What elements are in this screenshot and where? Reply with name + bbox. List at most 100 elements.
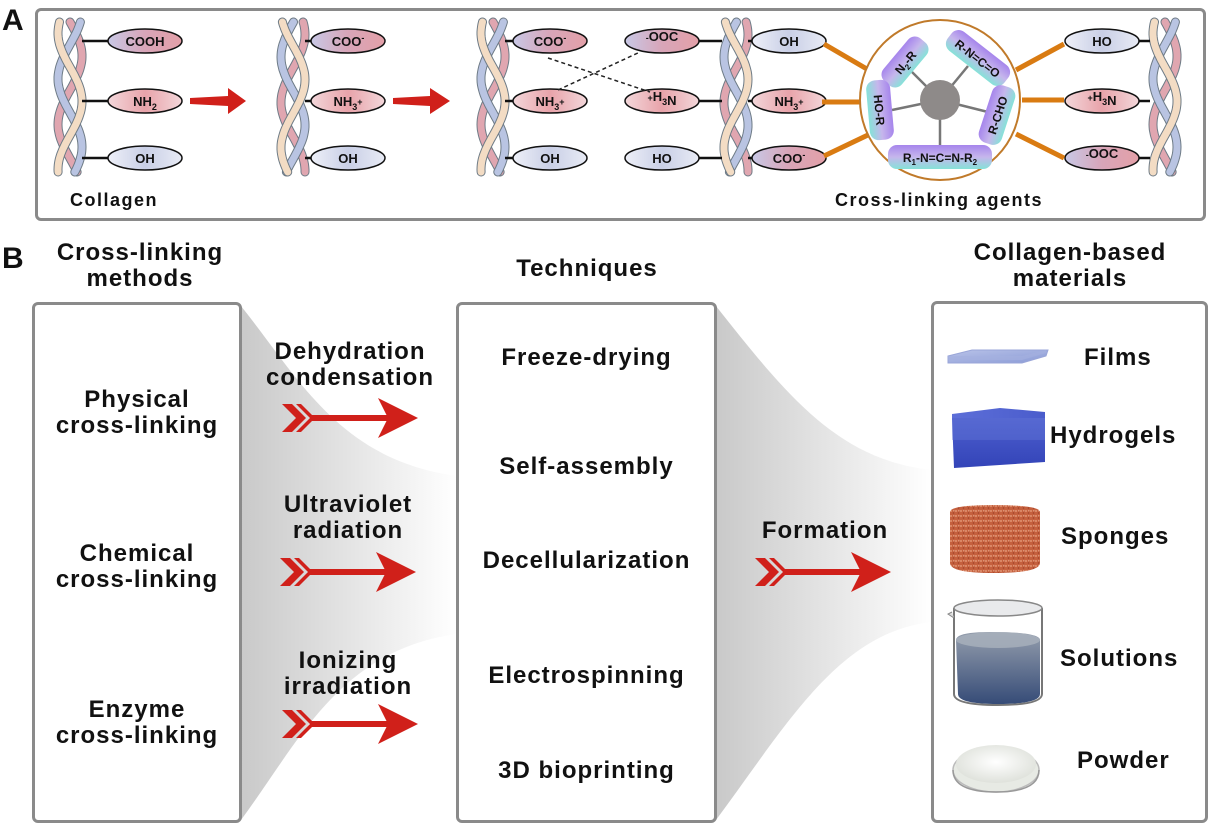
ionic-bond-line [547, 57, 651, 93]
techniques-box [456, 302, 717, 823]
cross-linking-agent-pill: N2-R [881, 36, 929, 88]
svg-text:HO-R: HO-R [871, 94, 888, 126]
process-line1: Ionizing [298, 647, 398, 674]
beaker-solution-icon [947, 599, 1043, 707]
technique-item: 3D bioprinting [498, 757, 675, 784]
process-line1: Ultraviolet [283, 491, 413, 518]
method-line1: Physical [84, 386, 190, 413]
process-line2: condensation [265, 364, 434, 391]
svg-text:OH: OH [135, 151, 155, 166]
panel-a-frame [35, 8, 1206, 221]
functional-group-pill: NH3+ [305, 88, 386, 114]
methods-title: Cross-linking methods [30, 240, 250, 292]
techniques-title: Techniques [516, 255, 658, 282]
collagen-triple-helix-icon [719, 17, 753, 177]
functional-group-pill: NH2 [82, 88, 183, 114]
process-label-ultraviolet: Ultraviolet radiation [246, 492, 450, 544]
svg-text:COOH: COOH [126, 34, 165, 49]
functional-group-pill: COO- [748, 145, 827, 171]
funnel-techniques-to-materials [716, 306, 932, 820]
technique-item: Freeze-drying [501, 344, 672, 371]
svg-text:R1-N=C=N-R2: R1-N=C=N-R2 [903, 151, 978, 167]
method-line1: Chemical [79, 540, 195, 567]
svg-text:HO: HO [1092, 34, 1112, 49]
svg-text:OH: OH [338, 151, 358, 166]
functional-group-pill: NH3+ [505, 88, 588, 114]
functional-group-pill: HO [624, 145, 722, 171]
svg-text:COO-: COO- [332, 33, 365, 49]
cross-linking-agent-pill: R1-N=C=N-R2 [888, 145, 992, 169]
functional-group-pill: COO- [305, 28, 386, 54]
functional-group-pill: OH [505, 145, 588, 171]
material-label-sponges: Sponges [1061, 523, 1170, 550]
film-sheet-icon [947, 349, 1049, 364]
stage-arrow-2 [393, 88, 450, 114]
process-line2: radiation [292, 517, 404, 544]
svg-text:+H3N: +H3N [1087, 89, 1116, 108]
svg-text:-OOC: -OOC [1086, 146, 1119, 161]
material-label-powder: Powder [1077, 747, 1170, 774]
method-line2: cross-linking [55, 722, 219, 749]
svg-text:NH3+: NH3+ [333, 94, 362, 112]
technique-item: Self-assembly [499, 453, 674, 480]
method-line2: cross-linking [55, 412, 219, 439]
process-label-ionizing: Ionizing irradiation [246, 648, 450, 700]
materials-title-line1: Collagen-based [973, 239, 1167, 266]
svg-text:NH3+: NH3+ [774, 94, 803, 112]
functional-group-pill: COOH [82, 28, 183, 54]
collagen-triple-helix-icon [1148, 17, 1182, 177]
functional-group-pill: NH3+ [748, 88, 827, 114]
funnel-methods-to-techniques [241, 306, 457, 820]
svg-text:-OOC: -OOC [646, 29, 679, 44]
functional-group-pill: OH [305, 145, 386, 171]
methods-title-line1: Cross-linking [56, 239, 224, 266]
functional-group-pill: -OOC [1064, 145, 1150, 171]
svg-text:OH: OH [779, 34, 799, 49]
svg-text:COO-: COO- [534, 33, 567, 49]
svg-text:+H3N: +H3N [647, 89, 676, 108]
material-label-solutions: Solutions [1060, 645, 1179, 672]
methods-title-line2: methods [86, 265, 194, 292]
collagen-triple-helix-icon [276, 17, 310, 177]
technique-item: Decellularization [482, 547, 691, 574]
process-line1: Dehydration [274, 338, 426, 365]
collagen-triple-helix-icon [476, 17, 510, 177]
material-label-films: Films [1084, 344, 1152, 371]
collagen-label: Collagen [70, 190, 159, 210]
functional-group-pill: OH [82, 145, 183, 171]
panel-b-letter: B [2, 242, 24, 275]
material-label-hydrogels: Hydrogels [1050, 422, 1177, 449]
stage-arrow-1 [190, 88, 246, 114]
svg-text:OH: OH [540, 151, 560, 166]
functional-group-pill: +H3N [624, 88, 722, 114]
materials-title-line2: materials [1012, 265, 1128, 292]
functional-group-pill: COO- [505, 28, 588, 54]
collagen-triple-helix-icon [53, 17, 87, 177]
powder-dish-icon [952, 745, 1040, 793]
svg-text:NH2: NH2 [133, 94, 157, 112]
method-line2: cross-linking [55, 566, 219, 593]
cross-linking-agents-label: Cross-linking agents [835, 190, 1044, 210]
functional-group-pill: OH [748, 28, 827, 54]
materials-box [931, 301, 1208, 823]
svg-text:COO-: COO- [773, 150, 806, 166]
functional-group-pill: HO [1064, 28, 1150, 54]
process-line2: irradiation [283, 673, 413, 700]
methods-box [32, 302, 242, 823]
panel-a-letter: A [2, 4, 24, 37]
process-label-dehydration: Dehydration condensation [246, 339, 454, 391]
svg-text:NH3+: NH3+ [535, 94, 564, 112]
method-item-enzyme: Enzyme cross-linking [32, 697, 242, 749]
functional-group-pill: -OOC [624, 28, 722, 54]
svg-text:HO: HO [652, 151, 672, 166]
formation-label: Formation [761, 517, 889, 544]
sponge-cylinder-icon [950, 505, 1040, 573]
ionic-bond-line [557, 51, 641, 91]
method-item-chemical: Chemical cross-linking [32, 541, 242, 593]
method-line1: Enzyme [88, 696, 186, 723]
cross-linking-agent-pill: HO-R [866, 79, 894, 141]
cross-linking-agent-pill: R-CHO [978, 85, 1016, 145]
technique-item: Electrospinning [488, 662, 685, 689]
functional-group-pill: +H3N [1064, 88, 1150, 114]
